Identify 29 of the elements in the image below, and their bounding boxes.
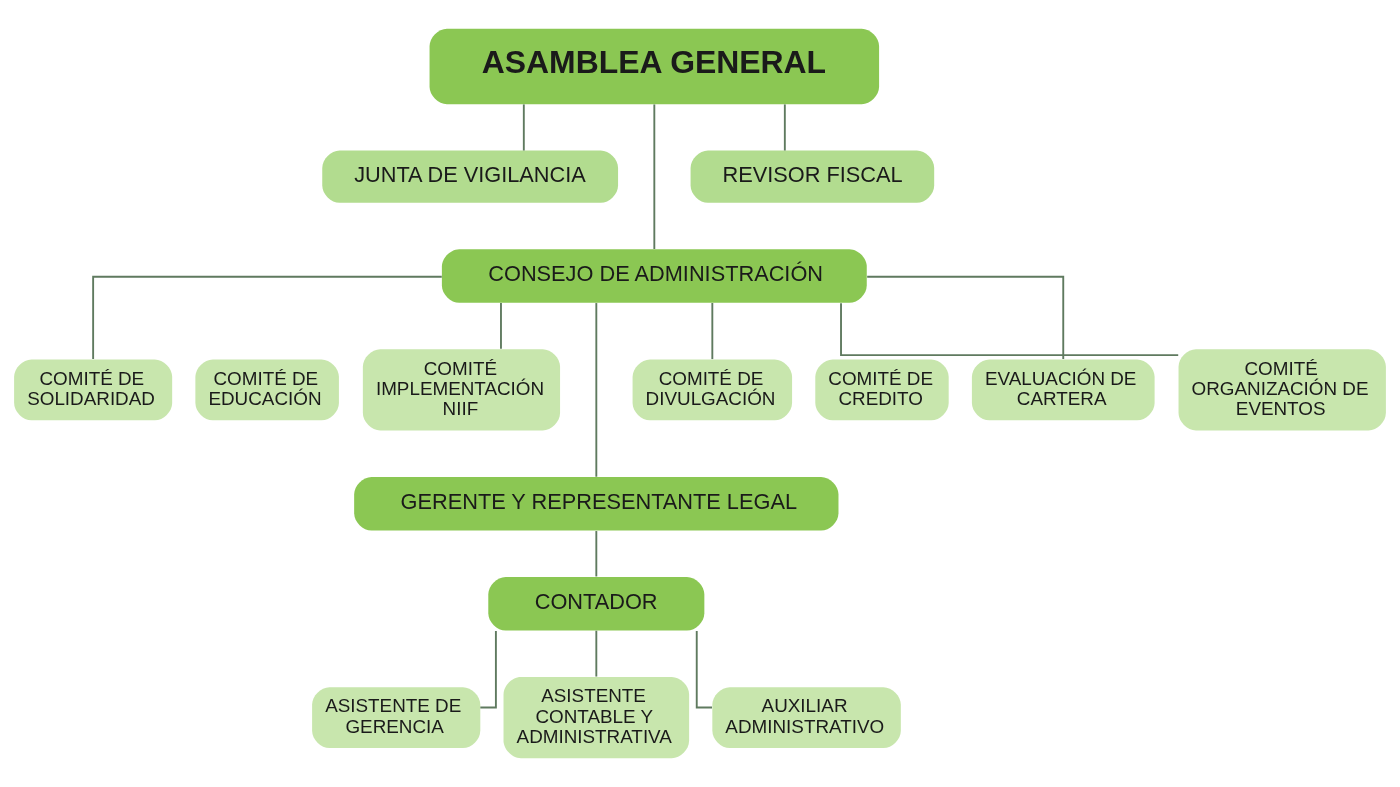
- node-box: CONSEJO DE ADMINISTRACIÓN: [441, 249, 867, 303]
- node-box: GERENTE Y REPRESENTANTE LEGAL: [354, 476, 839, 531]
- node-box: COMITÉ DE CREDITO: [815, 359, 949, 421]
- node-box: COMITÉ ORGANIZACIÓN DE EVENTOS: [1178, 349, 1386, 431]
- connector: [695, 630, 713, 709]
- connector: [595, 530, 598, 578]
- connector: [595, 629, 598, 678]
- connector: [866, 275, 1065, 360]
- node-box: ASISTENTE DE GERENCIA: [312, 687, 481, 749]
- node-box: ASAMBLEA GENERAL: [429, 28, 880, 105]
- node-box: COMITÉ DE DIVULGACIÓN: [632, 359, 793, 421]
- connector: [92, 275, 443, 360]
- connector: [840, 302, 1180, 356]
- node-box: ASISTENTE CONTABLE Y ADMINISTRATIVA: [503, 677, 690, 759]
- connector: [711, 302, 714, 360]
- node-box: COMITÉ DE EDUCACIÓN: [195, 359, 339, 421]
- node-box: EVALUACIÓN DE CARTERA: [971, 359, 1155, 421]
- connector: [500, 302, 502, 350]
- node-box: CONTADOR: [488, 576, 705, 631]
- node-box: COMITÉ DE SOLIDARIDAD: [14, 359, 173, 421]
- connector: [653, 103, 656, 250]
- connector: [595, 302, 598, 478]
- connector: [522, 103, 525, 152]
- node-box: AUXILIAR ADMINISTRATIVO: [712, 687, 901, 749]
- node-box: JUNTA DE VIGILANCIA: [322, 150, 619, 203]
- connector: [783, 103, 786, 152]
- node-box: COMITÉ IMPLEMENTACIÓN NIIF: [362, 349, 561, 431]
- connector: [479, 630, 497, 709]
- node-box: REVISOR FISCAL: [690, 150, 935, 203]
